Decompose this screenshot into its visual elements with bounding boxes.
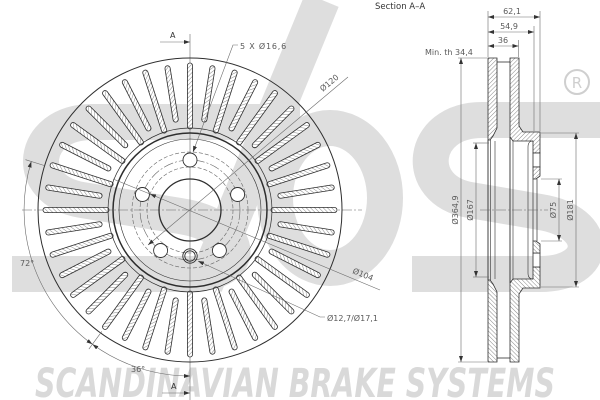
screw-hole-label: Ø12,7/Ø17,1 bbox=[327, 313, 378, 323]
watermark-letter-b-stem bbox=[188, 0, 339, 292]
outer-diameter-label: Ø364,9 bbox=[450, 195, 460, 224]
bolt-circle-dimension-line bbox=[147, 76, 349, 246]
vane bbox=[186, 290, 194, 358]
bolt-circle-label: Ø120 bbox=[318, 72, 341, 94]
bolt-holes-label: 5 X Ø16,6 bbox=[240, 41, 287, 51]
bolt-hole bbox=[211, 243, 227, 258]
hat-mounting-face bbox=[532, 166, 541, 180]
hub-dashed-ring bbox=[131, 151, 249, 269]
bolt-holes-leader bbox=[192, 44, 238, 153]
vane bbox=[42, 206, 110, 214]
bolt-pitch-angle-arc bbox=[23, 161, 93, 345]
bolt-holes bbox=[134, 152, 246, 258]
half-pitch-angle-arc bbox=[92, 344, 191, 378]
section-profile-top bbox=[487, 57, 541, 210]
overall-height-label: 62,1 bbox=[503, 7, 521, 16]
center-bore bbox=[158, 178, 222, 242]
section-view: Section A–A 62,1 54,9 36 Min. bbox=[375, 2, 579, 363]
bolt-hole bbox=[153, 243, 169, 258]
vane bbox=[200, 297, 216, 356]
hat-edge-ring bbox=[112, 132, 268, 288]
thickness-label: 36 bbox=[498, 36, 508, 45]
hat-outer-diameter-label: Ø181 bbox=[565, 199, 575, 221]
front-view: Ø120 Ø104 5 X Ø16,6 Ø12,7/Ø17,1 72° 36° … bbox=[20, 31, 381, 400]
screw-hole-leader bbox=[197, 260, 325, 318]
registered-mark-text: R bbox=[572, 74, 582, 92]
vane bbox=[235, 273, 279, 331]
min-thickness-label: Min. th 34,4 bbox=[425, 48, 473, 57]
watermark-letter-b-bowl bbox=[257, 110, 403, 286]
vane bbox=[44, 220, 103, 236]
brand-watermark-text: SCANDINAVIAN BRAKE SYSTEMS bbox=[35, 361, 555, 400]
hat-bolt-hole-section bbox=[532, 152, 541, 168]
hub-diameter-extension bbox=[112, 178, 151, 195]
vane bbox=[164, 297, 180, 356]
hat-depth-label: 54,9 bbox=[500, 22, 518, 31]
vane bbox=[270, 206, 338, 214]
center-bore-label: Ø75 bbox=[548, 202, 558, 218]
bolt-hole bbox=[134, 187, 150, 202]
section-marker-bottom: A bbox=[171, 382, 177, 391]
vane bbox=[186, 62, 194, 130]
inboard-friction-plate bbox=[487, 57, 498, 141]
hat-inner-ring bbox=[118, 138, 262, 282]
section-title: Section A–A bbox=[375, 2, 425, 12]
locating-screw-hole bbox=[182, 248, 198, 264]
hub-diameter-ring bbox=[146, 166, 234, 254]
hub-diameter-dimension-line bbox=[149, 193, 381, 291]
half-pitch-angle-label: 36° bbox=[131, 365, 145, 374]
vane bbox=[250, 270, 296, 316]
hat-inner-diameter-label: Ø167 bbox=[465, 199, 475, 221]
angle-extension-line bbox=[88, 331, 103, 350]
section-marker-top: A bbox=[170, 31, 176, 40]
hat-outer-ring bbox=[107, 127, 273, 293]
bolt-hole bbox=[182, 152, 198, 168]
registered-mark: R bbox=[564, 69, 590, 95]
bolt-pitch-angle-label: 72° bbox=[20, 259, 34, 268]
bolt-hole bbox=[230, 187, 246, 202]
bolt-circle bbox=[139, 159, 241, 261]
watermark-letter-s-right bbox=[412, 102, 600, 292]
